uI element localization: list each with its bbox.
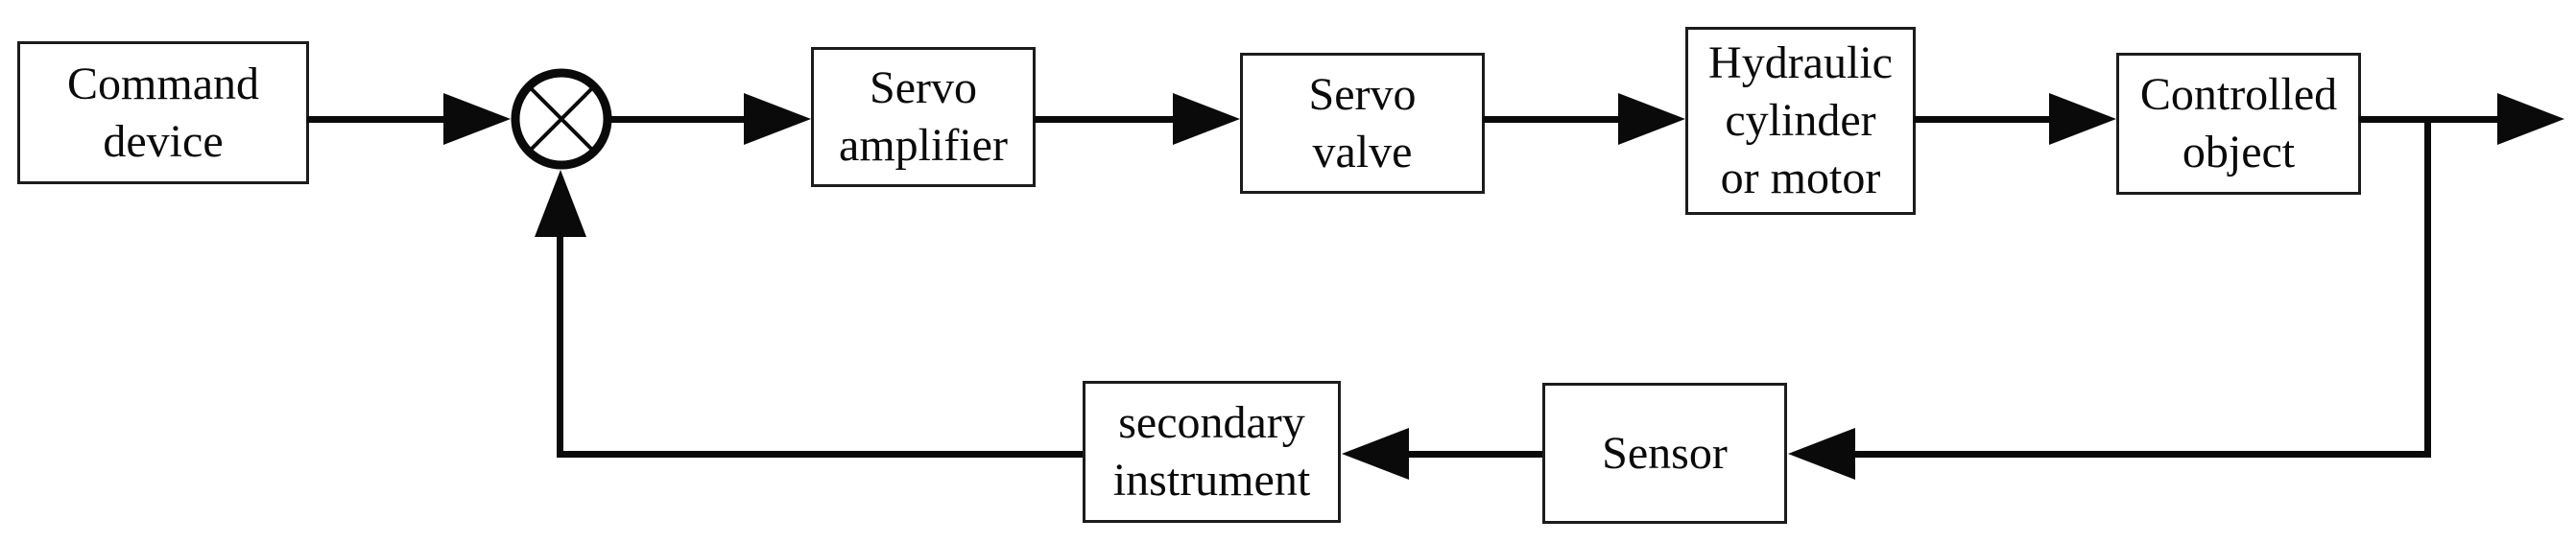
block-servo-amplifier-label: Servo amplifier xyxy=(839,62,1008,171)
block-servo-valve-label: Servo valve xyxy=(1308,68,1417,177)
block-hydraulic-cylinder-or-motor-label: Hydraulic cylinder or motor xyxy=(1708,37,1893,203)
block-secondary-instrument: secondary instrument xyxy=(1083,381,1341,523)
summing-junction-cross-icon xyxy=(511,68,612,170)
edge-command-to-sum-arrowhead-icon xyxy=(443,93,511,145)
block-sensor-label: Sensor xyxy=(1602,427,1728,479)
edge-secondary-instrument-to-sum-horizontal-line xyxy=(557,451,1083,458)
edge-secondary-instrument-to-sum-arrowhead-icon xyxy=(535,170,586,237)
feedback-branch-vertical-line xyxy=(2424,116,2431,458)
edge-sum-to-servo-amplifier-arrowhead-icon xyxy=(744,93,811,145)
edge-servo-amplifier-to-servo-valve-line xyxy=(1034,116,1173,123)
edge-hydraulic-to-controlled-object-arrowhead-icon xyxy=(2049,93,2116,145)
edge-secondary-instrument-to-sum-vertical-line xyxy=(557,230,563,458)
edge-sensor-to-secondary-instrument-arrowhead-icon xyxy=(1342,428,1409,480)
edge-servo-valve-to-hydraulic-arrowhead-icon xyxy=(1618,93,1685,145)
block-servo-valve: Servo valve xyxy=(1240,53,1485,194)
block-secondary-instrument-label: secondary instrument xyxy=(1112,397,1311,506)
summing-junction xyxy=(511,68,612,170)
block-controlled-object: Controlled object xyxy=(2116,53,2361,195)
block-command-device: Command device xyxy=(17,41,309,184)
edge-sum-to-servo-amplifier-line xyxy=(610,116,744,123)
edge-servo-amplifier-to-servo-valve-arrowhead-icon xyxy=(1173,93,1240,145)
edge-hydraulic-to-controlled-object-line xyxy=(1914,116,2049,123)
edge-servo-valve-to-hydraulic-line xyxy=(1483,116,1618,123)
edge-branch-to-sensor-line xyxy=(1855,451,2431,458)
edge-command-to-sum-line xyxy=(307,116,443,123)
block-servo-amplifier: Servo amplifier xyxy=(811,47,1036,187)
block-hydraulic-cylinder-or-motor: Hydraulic cylinder or motor xyxy=(1685,27,1916,215)
edge-branch-to-sensor-arrowhead-icon xyxy=(1788,428,1855,480)
edge-sensor-to-secondary-instrument-line xyxy=(1409,451,1542,458)
block-command-device-label: Command device xyxy=(67,58,259,167)
block-sensor: Sensor xyxy=(1542,383,1787,524)
block-controlled-object-label: Controlled object xyxy=(2139,69,2338,177)
system-output-arrowhead-icon xyxy=(2497,93,2564,145)
